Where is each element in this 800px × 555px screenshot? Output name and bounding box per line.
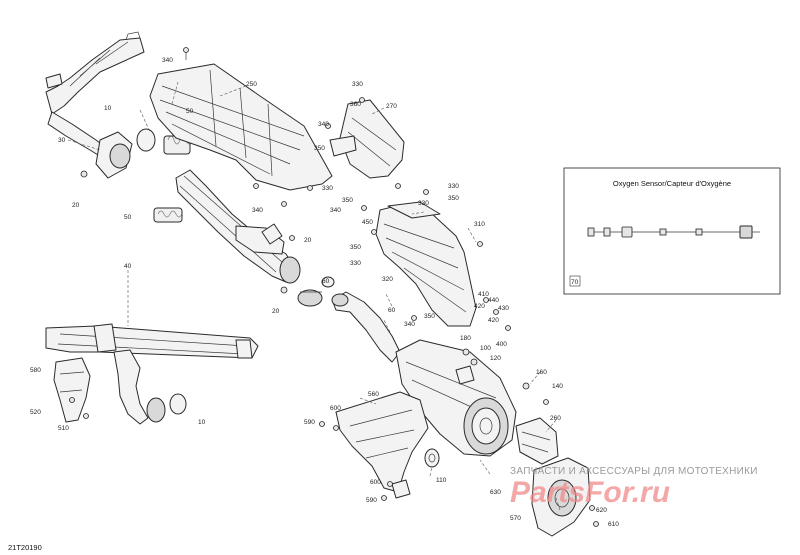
callout-40: 40 xyxy=(124,263,132,270)
callout-260: 260 xyxy=(550,415,561,422)
oxygen-sensor-icon[interactable] xyxy=(587,225,760,239)
callout-350: 350 xyxy=(314,145,325,152)
callout-50: 50 xyxy=(186,108,194,115)
callout-350: 350 xyxy=(448,195,459,202)
leader-lines xyxy=(67,81,561,511)
callout-70: 70 xyxy=(571,279,579,286)
callout-330: 330 xyxy=(448,183,459,190)
callout-330: 330 xyxy=(322,185,333,192)
callout-30: 30 xyxy=(58,137,66,144)
callout-270: 270 xyxy=(386,103,397,110)
callout-180: 180 xyxy=(460,335,471,342)
bracket-270[interactable] xyxy=(329,99,405,179)
callout-340: 340 xyxy=(318,121,329,128)
callout-330: 330 xyxy=(352,81,363,88)
muffler[interactable] xyxy=(395,339,517,457)
callout-10: 10 xyxy=(198,419,206,426)
callout-440: 440 xyxy=(488,297,499,304)
callout-610: 610 xyxy=(608,521,619,528)
callout-10: 10 xyxy=(104,105,112,112)
clamp[interactable] xyxy=(297,276,335,307)
callout-400: 400 xyxy=(496,341,507,348)
callout-420: 420 xyxy=(474,303,485,310)
callout-330: 330 xyxy=(350,260,361,267)
callout-430: 430 xyxy=(498,305,509,312)
bracket-580[interactable] xyxy=(53,357,91,423)
callout-20: 20 xyxy=(304,237,312,244)
callout-310: 310 xyxy=(474,221,485,228)
callout-320: 320 xyxy=(382,276,393,283)
callout-590: 590 xyxy=(366,497,377,504)
callout-20: 20 xyxy=(72,202,80,209)
lower-curved-pipe[interactable] xyxy=(113,349,187,425)
watermark-tagline: ЗАПЧАСТИ И АКСЕССУАРЫ ДЛЯ МОТОТЕХНИКИ xyxy=(510,466,758,477)
callout-120: 120 xyxy=(490,355,501,362)
callout-80: 60 xyxy=(322,278,330,285)
fasteners xyxy=(69,47,599,527)
callout-330: 330 xyxy=(418,200,429,207)
tail-guard-570[interactable] xyxy=(531,457,591,537)
end-cap-260[interactable] xyxy=(515,417,559,465)
spring-50-lower[interactable] xyxy=(153,207,183,223)
callout-340: 340 xyxy=(162,57,173,64)
middle-pipe-40[interactable] xyxy=(175,169,301,284)
callout-350: 350 xyxy=(350,244,361,251)
callout-60: 60 xyxy=(388,307,396,314)
callout-340: 340 xyxy=(252,207,263,214)
callout-110: 110 xyxy=(436,477,447,484)
callout-250: 250 xyxy=(246,81,257,88)
callout-600: 600 xyxy=(370,479,381,486)
callout-350: 350 xyxy=(424,313,435,320)
callout-labels: 10 10 20 20 20 30 40 50 50 60 60 100 110… xyxy=(30,57,619,528)
callout-350: 350 xyxy=(342,197,353,204)
callout-100: 100 xyxy=(480,345,491,352)
watermark-logo: PartsFor.ru xyxy=(510,476,670,509)
callout-630: 630 xyxy=(490,489,501,496)
gasket-110[interactable] xyxy=(424,448,440,468)
callout-410: 410 xyxy=(478,291,489,298)
inset-title: Oxygen Sensor/Capteur d'Oxygène xyxy=(613,179,731,188)
callout-580: 580 xyxy=(30,367,41,374)
oxygen-sensor-inset: Oxygen Sensor/Capteur d'Oxygène 70 xyxy=(563,167,781,295)
watermark: ЗАПЧАСТИ И АКСЕССУАРЫ ДЛЯ МОТОТЕХНИКИ Pa… xyxy=(510,466,758,509)
guard-560[interactable] xyxy=(335,391,429,499)
callout-50: 50 xyxy=(124,214,132,221)
long-pipe-shield[interactable] xyxy=(45,323,259,359)
callout-520: 520 xyxy=(30,409,41,416)
drawing-code: 21T20190 xyxy=(8,543,42,552)
callout-360: 360 xyxy=(350,101,361,108)
muffler-inlet-pipe-60[interactable] xyxy=(331,291,401,363)
callout-160: 160 xyxy=(536,369,547,376)
callout-570: 570 xyxy=(510,515,521,522)
callout-340: 340 xyxy=(404,321,415,328)
callout-620: 620 xyxy=(596,507,607,514)
heat-shield-320[interactable] xyxy=(375,201,477,327)
callout-560: 560 xyxy=(368,391,379,398)
heat-shield-250[interactable] xyxy=(149,63,333,191)
callout-510: 510 xyxy=(58,425,69,432)
callout-590: 590 xyxy=(304,419,315,426)
callout-140: 140 xyxy=(552,383,563,390)
callout-450: 450 xyxy=(362,219,373,226)
front-exhaust-pipe[interactable] xyxy=(45,31,156,179)
callout-600: 600 xyxy=(330,405,341,412)
callout-420: 420 xyxy=(488,317,499,324)
callout-340: 340 xyxy=(330,207,341,214)
callout-20: 20 xyxy=(272,308,280,315)
